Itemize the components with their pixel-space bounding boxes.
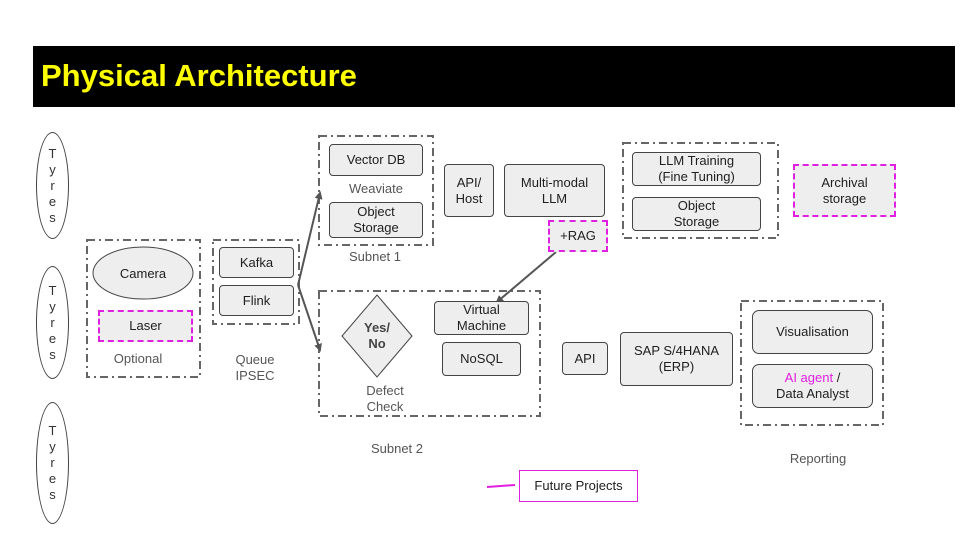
erp-box: SAP S/4HANA (ERP) [620,332,733,386]
rag-to-vm-arrow [495,251,557,304]
archival-line2: storage [822,190,867,206]
future-projects-legend-box: Future Projects [519,470,638,502]
ai-agent-box: AI agent / Data Analyst [752,364,873,408]
decision-line1: Yes/ [363,320,391,335]
llm-training-line1: LLM Training [658,153,735,168]
nosql-label: NoSQL [460,351,503,366]
erp-line1: SAP S/4HANA [633,343,720,358]
kafka-box: Kafka [219,247,294,278]
queue-to-subnet2-arrow [297,284,322,352]
tyre-label: T y r e s [48,423,57,502]
archival-line1: Archival [821,174,868,190]
training-object-storage-line2: Storage [673,214,720,229]
object-storage-line2: Storage [353,220,399,235]
subnet2-caption: Subnet 2 [370,441,424,456]
defect-line2: Check [366,399,404,414]
api-host-line2: Host [455,190,483,206]
erp-line2: (ERP) [658,359,695,374]
page-title: Physical Architecture [41,58,357,93]
llm-line1: Multi-modal [520,174,589,190]
defect-line1: Defect [366,383,404,398]
llm-training-box: LLM Training (Fine Tuning) [632,152,761,186]
api-host-line1: API/ [456,174,482,190]
future-projects-label: Future Projects [534,478,623,493]
laser-label: Laser [129,318,162,333]
queue-to-subnet1-arrow [297,191,323,286]
visualisation-box: Visualisation [752,310,873,354]
llm-line2: LLM [541,190,568,206]
optional-caption: Optional [113,351,163,366]
reporting-caption: Reporting [789,451,847,466]
camera-label: Camera [119,266,167,281]
tyre-ellipse-3: T y r e s [36,402,69,524]
ai-agent-separator: / [833,370,841,385]
title-bar: Physical Architecture [33,46,955,107]
subnet1-object-storage-box: Object Storage [329,202,423,238]
vector-db-box: Vector DB [329,144,423,176]
kafka-label: Kafka [239,254,274,270]
virtual-machine-box: Virtual Machine [434,301,529,335]
vm-line1: Virtual [463,302,500,317]
object-storage-line1: Object [357,204,395,219]
api-box: API [562,342,608,375]
multimodal-llm-box: Multi-modal LLM [504,164,605,217]
ai-agent-label: AI agent [784,370,834,385]
vector-db-label: Vector DB [346,152,406,167]
training-object-storage-box: Object Storage [632,197,761,231]
ai-agent-line: AI agent / [776,370,849,386]
laser-box: Laser [98,310,193,342]
decision-label: Yes/ No [352,320,402,352]
api-label: API [574,350,596,366]
future-projects-legend-line [486,484,516,488]
rag-box: +RAG [548,220,608,252]
visualisation-label: Visualisation [776,324,849,339]
defect-check-caption: Defect Check [350,383,420,415]
data-analyst-label: Data Analyst [776,386,849,401]
tyre-ellipse-2: T y r e s [36,266,69,379]
queue-caption-line2: IPSEC [235,368,275,383]
flink-label: Flink [242,292,271,308]
queue-caption-line1: Queue [235,352,275,367]
queue-caption: Queue IPSEC [220,352,290,384]
tyre-ellipse-1: T y r e s [36,132,69,239]
llm-training-line2: (Fine Tuning) [658,169,735,184]
api-host-box: API/ Host [444,164,494,217]
tyre-label: T y r e s [48,145,57,225]
nosql-box: NoSQL [442,342,521,376]
decision-line2: No [368,336,386,351]
vm-line2: Machine [456,318,507,333]
tyre-label: T y r e s [48,282,57,362]
subnet1-caption: Subnet 1 [348,249,402,264]
flink-box: Flink [219,285,294,316]
training-object-storage-line1: Object [677,198,716,213]
archival-storage-box: Archival storage [793,164,896,217]
weaviate-label: Weaviate [349,181,403,196]
rag-label: +RAG [560,228,596,243]
